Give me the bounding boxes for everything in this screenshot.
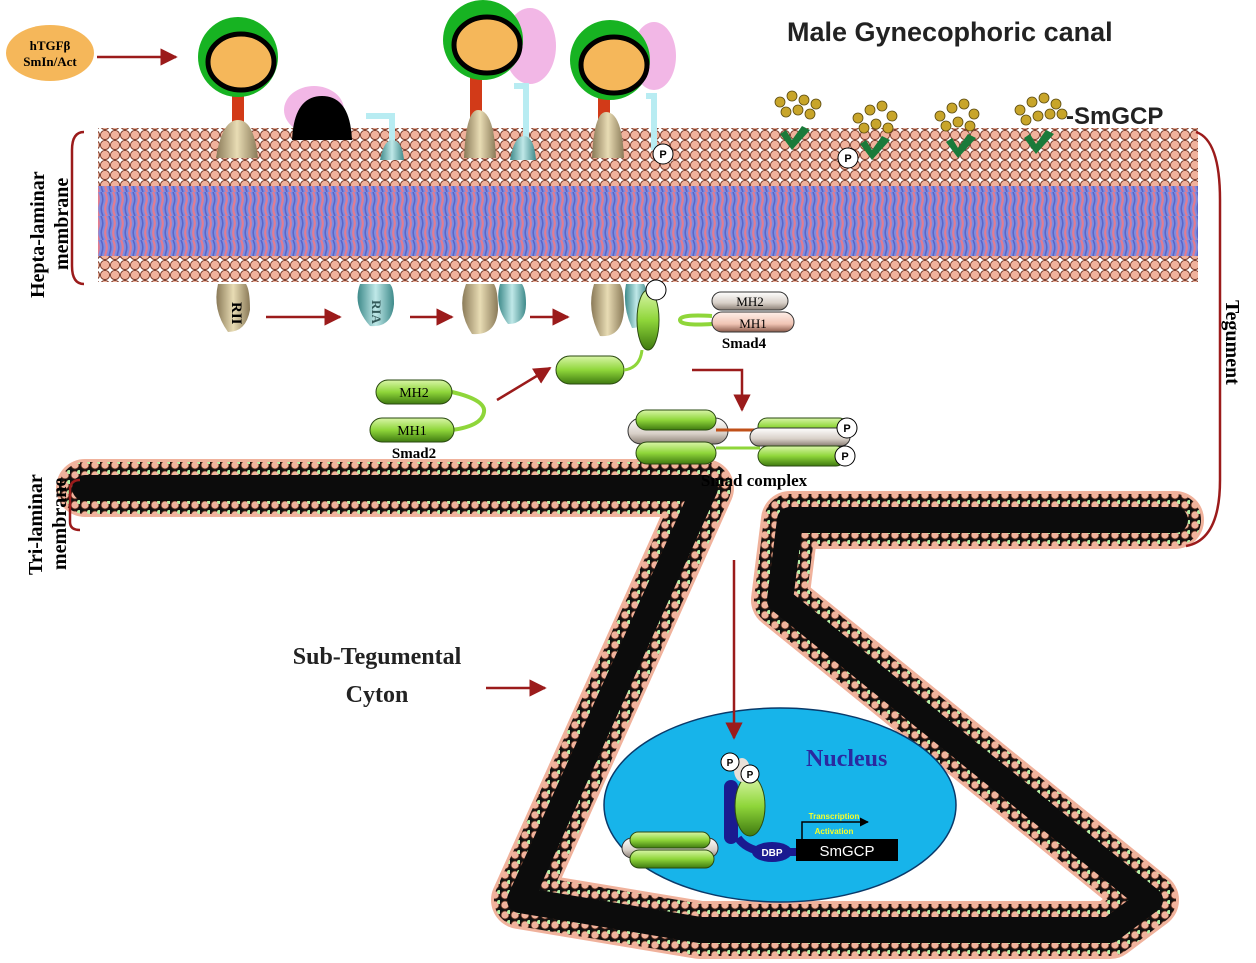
transcription-line-1: Transcription	[809, 812, 860, 821]
transcription-line-2: Activation	[815, 827, 854, 836]
smad4-mh1: MH1	[739, 316, 766, 331]
ligand-badge	[6, 25, 94, 81]
tri-laminar-membrane	[85, 488, 1175, 930]
nucleus-label: Nucleus	[806, 746, 887, 772]
dbp-label: DBP	[761, 848, 782, 859]
phospho-label: P	[659, 149, 666, 161]
smad2: MH2 MH1 Smad2	[370, 380, 484, 462]
smad4: MH2 MH1 Smad4	[680, 292, 794, 352]
tegument-label: Tegument	[1221, 300, 1243, 385]
smad4-label: Smad4	[722, 336, 767, 352]
phospho-label: P	[843, 423, 850, 435]
hepta-laminar-membrane	[98, 128, 1198, 282]
ligand-label-line-1: hTGFβ	[30, 38, 71, 53]
receptor-ria-label: RIA	[369, 300, 384, 324]
receptor-rii-label: RII	[228, 302, 244, 325]
smgcp-clusters	[775, 91, 1067, 133]
smad4-mh2: MH2	[736, 294, 763, 309]
phospho-label: P	[727, 758, 734, 769]
phospho-label: P	[844, 153, 851, 165]
smad2-mh1: MH1	[397, 424, 427, 439]
hepta-label-line-1: Hepta-laminar	[27, 171, 49, 298]
smad2-label: Smad2	[392, 446, 436, 462]
hepta-label-line-2: membrane	[51, 178, 73, 270]
cyton-label-line-2: Cyton	[346, 682, 409, 708]
phospho-label: P	[841, 451, 848, 463]
gene-label: SmGCP	[819, 843, 874, 860]
smad-complex-label: Smad complex	[701, 471, 808, 490]
cyton-label-line-1: Sub-Tegumental	[293, 644, 462, 670]
tri-label-line-1: Tri-laminar	[25, 474, 47, 575]
smad2-mh2: MH2	[399, 386, 429, 401]
smad2-activated	[556, 350, 642, 384]
page-title: Male Gynecophoric canal	[787, 17, 1113, 47]
ligand-label-line-2: SmIn/Act	[23, 54, 77, 69]
phospho-label: P	[747, 770, 754, 781]
tri-label-line-2: membrane	[49, 478, 71, 570]
smgcp-label: -SmGCP	[1066, 103, 1163, 130]
nucleus	[604, 708, 956, 902]
